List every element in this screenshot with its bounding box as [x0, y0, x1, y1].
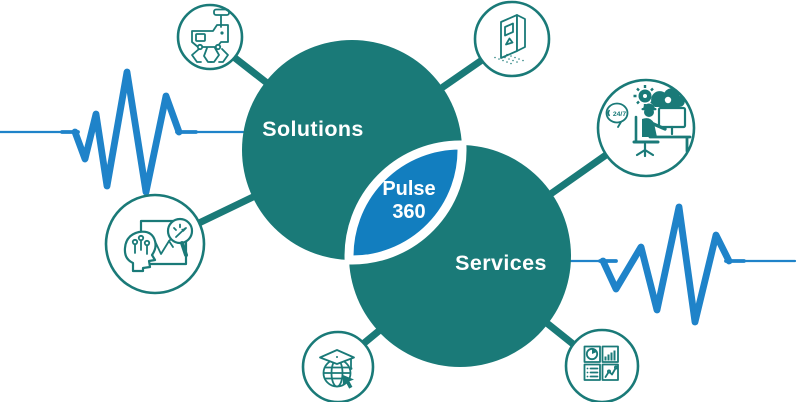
- ai-insights-icon: [104, 193, 206, 295]
- cabinet-screen: [504, 22, 514, 37]
- list-tile: [583, 363, 601, 381]
- robot-body: [191, 24, 229, 48]
- elearning-globe-icon: [301, 330, 375, 402]
- cabinet-warning-symbol: [505, 37, 514, 46]
- pulse-360-label-line1: Pulse: [382, 178, 435, 200]
- connector-support: [548, 151, 610, 197]
- robot-hip-joint: [214, 43, 222, 51]
- graduation-cap-icon: [319, 349, 355, 370]
- robot-body-panel: [195, 33, 206, 42]
- robot-antenna-top: [213, 8, 230, 16]
- engineer-figure: [641, 103, 667, 137]
- connector-insights: [195, 193, 257, 227]
- cabinet-side: [516, 14, 526, 52]
- connector-robot: [231, 54, 271, 87]
- machine-cabinet-icon: [473, 0, 551, 78]
- line-chart-tile: [601, 363, 619, 381]
- monitor-icon: [657, 106, 687, 129]
- left-pulse-waveform: [0, 68, 245, 196]
- phone-handset-icon: [607, 109, 611, 117]
- robot-legs: [191, 47, 229, 63]
- pulse-360-label-line2: 360: [392, 201, 425, 223]
- pulse-spikes: [599, 203, 733, 326]
- right-pulse-waveform: [569, 203, 797, 326]
- pie-chart-tile: [583, 345, 601, 363]
- cursor-icon: [342, 375, 354, 389]
- robot-hip-joint: [196, 43, 204, 51]
- pulse-360-lens: [344, 140, 467, 265]
- cabinet-front: [500, 14, 518, 59]
- bar-chart-glyph: [604, 350, 616, 361]
- list-glyph: [586, 367, 599, 378]
- pie-chart-glyph: [585, 347, 599, 361]
- solutions-label: Solutions: [262, 117, 364, 141]
- cloud-idea-icon: [651, 88, 685, 112]
- connector-elearning: [359, 326, 384, 348]
- dashboard-reports-icon: [564, 328, 640, 402]
- circuit-brain: [131, 234, 151, 255]
- connector-lines: [195, 54, 610, 348]
- office-chair: [632, 115, 660, 158]
- cabinet-platform-dots: [494, 53, 524, 65]
- connector-dashboard: [544, 320, 577, 348]
- icon-circle: [176, 3, 244, 71]
- services-label: Services: [455, 251, 547, 275]
- robot-sensor: [220, 31, 224, 35]
- support-speech-bubble: 24/7: [605, 102, 629, 128]
- line-chart-glyph: [604, 365, 619, 378]
- robot-automation-icon: [176, 3, 244, 71]
- bar-chart-tile: [601, 345, 619, 363]
- support-hours-badge: 24/7: [613, 111, 626, 118]
- connector-cabinet: [439, 56, 486, 91]
- support-24-7-icon: 24/7: [596, 78, 696, 178]
- pulse-spikes: [71, 68, 183, 196]
- magnifier-gauge-icon: [166, 217, 194, 257]
